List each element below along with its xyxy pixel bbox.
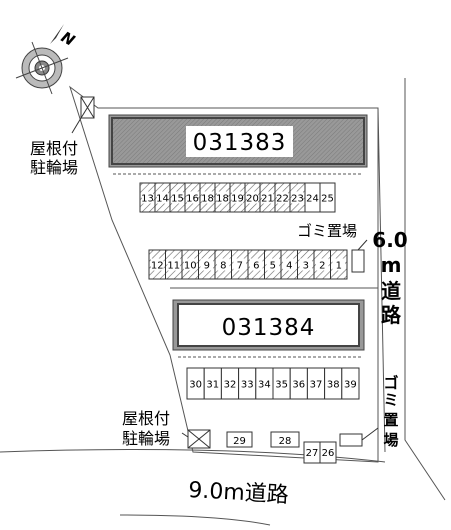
parking-space-25 [319, 182, 336, 213]
parking-space-label: 18 [216, 194, 229, 205]
svg-text:26: 26 [322, 448, 335, 459]
svg-text:場: 場 [383, 431, 398, 449]
parking-space-label: 32 [224, 380, 237, 391]
svg-text:29: 29 [233, 436, 246, 447]
road-south-label: 9.0m道路 [188, 478, 290, 508]
parking-label-bg [217, 258, 230, 271]
parking-label-bg [167, 258, 180, 271]
road-east-edge-right [404, 78, 446, 501]
parking-label-bg [292, 191, 303, 204]
parking-space-label: 5 [270, 261, 276, 272]
parking-space-label: 33 [241, 380, 254, 391]
parking-label-bg [151, 258, 164, 271]
parking-space-label: 18 [201, 194, 214, 205]
parking-space-label: 8 [220, 261, 226, 272]
parking-label-bg [247, 191, 258, 204]
parking-space-label: 14 [156, 194, 169, 205]
road-east-label-3: 道 [381, 279, 401, 303]
parking-space-label: 13 [141, 194, 154, 205]
parking-label-bg [157, 191, 168, 204]
road-east-label-2: m [381, 253, 402, 277]
parking-space-label: 35 [275, 380, 288, 391]
parking-space-39 [341, 367, 360, 400]
parking-space-label: 19 [231, 194, 244, 205]
parking-space-26 [319, 441, 337, 464]
parking-label-bg [262, 191, 273, 204]
garbage-area-right [339, 433, 363, 447]
building-031384: 031384 [172, 299, 365, 351]
road-south-edge-top [0, 449, 386, 463]
parking-space-label: 2 [319, 261, 325, 272]
parking-label-bg [316, 258, 329, 271]
parking-space-label: 11 [167, 261, 180, 272]
parking-space-label: 30 [189, 380, 202, 391]
garbage-label-mid: ゴミ置場 [297, 222, 357, 240]
parking-space-label: 7 [237, 261, 243, 272]
garbage-area-mid [351, 249, 365, 273]
parking-space-label: 38 [327, 380, 340, 391]
parking-space-28 [270, 431, 300, 448]
parking-label-bg [172, 191, 183, 204]
building-id-031384: 031384 [222, 315, 316, 341]
building-031383: 031383 [108, 114, 368, 168]
svg-text:ゴ: ゴ [383, 374, 398, 392]
road-east-label-4: 路 [381, 303, 402, 327]
parking-space-label: 10 [184, 261, 197, 272]
parking-space-label: 20 [246, 194, 259, 205]
parking-label-bg [184, 258, 197, 271]
parking-space-29 [226, 431, 253, 448]
svg-text:28: 28 [279, 436, 292, 447]
road-east-edge-left [377, 107, 386, 453]
roofed-bike-label-top-1: 屋根付 [30, 139, 78, 158]
parking-space-label: 24 [306, 194, 319, 205]
parking-label-bg [283, 258, 296, 271]
parking-label-bg [299, 258, 312, 271]
parking-label-bg [187, 191, 198, 204]
parking-label-bg [232, 191, 243, 204]
parking-space-label: 36 [292, 380, 305, 391]
svg-text:置: 置 [383, 411, 398, 429]
parking-label-bg [250, 258, 263, 271]
parking-label-bg [202, 191, 213, 204]
parking-label-bg [277, 191, 288, 204]
parking-space-label: 39 [344, 380, 357, 391]
parking-space-label: 21 [261, 194, 274, 205]
roofed-bike-label-bottom-2: 駐輪場 [122, 429, 170, 448]
parking-space-label: 37 [310, 380, 323, 391]
svg-text:ミ: ミ [383, 391, 398, 409]
roofed-bike-label-bottom-1: 屋根付 [122, 409, 170, 428]
parking-space-label: 3 [303, 261, 309, 272]
parking-space-label: 15 [171, 194, 184, 205]
parking-label-bg [332, 258, 345, 271]
parking-space-label: 1 [336, 261, 342, 272]
parking-space-label: 4 [286, 261, 292, 272]
parking-label-bg [266, 258, 279, 271]
parking-space-label: 22 [276, 194, 289, 205]
parking-label-bg [200, 258, 213, 271]
road-east-label-1: 6.0 [372, 228, 407, 252]
parking-space-label: 23 [291, 194, 304, 205]
parking-space-label: 12 [151, 261, 164, 272]
parking-row-3: 30 31 32 33 34 35 36 37 38 39 [186, 367, 360, 400]
parking-label-bg [217, 191, 228, 204]
svg-text:27: 27 [306, 448, 319, 459]
parking-space-label: 31 [206, 380, 219, 391]
parking-space-label: 16 [186, 194, 199, 205]
parking-label-bg [142, 191, 153, 204]
parking-space-label: 6 [253, 261, 259, 272]
compass-label: N [58, 28, 78, 50]
parking-space-label: 25 [321, 194, 334, 205]
road-south-edge-bottom [119, 514, 271, 526]
building-id-031383: 031383 [193, 130, 287, 156]
site-boundary [69, 85, 379, 463]
parking-label-bg [233, 258, 246, 271]
parking-space-label: 9 [204, 261, 210, 272]
parking-space-label: 34 [258, 380, 271, 391]
roofed-bike-label-top-2: 駐輪場 [30, 158, 78, 177]
compass-icon: N [15, 24, 78, 95]
